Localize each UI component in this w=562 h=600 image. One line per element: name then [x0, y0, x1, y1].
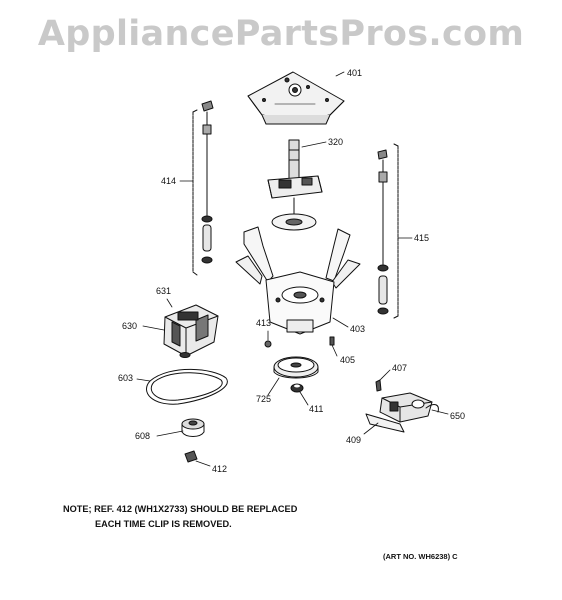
label-320: 320: [328, 137, 343, 147]
label-401: 401: [347, 68, 362, 78]
part-631-motor-top[interactable]: [177, 311, 199, 321]
note-line-1: NOTE; REF. 412 (WH1X2733) SHOULD BE REPL…: [63, 504, 298, 514]
label-403: 403: [350, 324, 365, 334]
label-409: 409: [346, 435, 361, 445]
part-725-pulley[interactable]: [273, 356, 319, 379]
label-414: 414: [161, 176, 176, 186]
label-608: 608: [135, 431, 150, 441]
label-650: 650: [450, 411, 465, 421]
part-403-base-bracket[interactable]: [235, 226, 361, 335]
label-407: 407: [392, 363, 407, 373]
part-labels: 401 320 414 415 631 630 413 403 405 603 …: [118, 68, 465, 474]
note-line-2: EACH TIME CLIP IS REMOVED.: [95, 519, 232, 529]
part-414-suspension-rod[interactable]: [192, 100, 214, 276]
label-631: 631: [156, 286, 171, 296]
part-320-transmission[interactable]: [267, 139, 323, 231]
watermark-logo: AppliancePartsPros.com: [37, 14, 525, 54]
label-405: 405: [340, 355, 355, 365]
part-407-screw[interactable]: [375, 379, 382, 392]
leader-lines: [136, 71, 449, 467]
label-603: 603: [118, 373, 133, 383]
replacement-note: NOTE; REF. 412 (WH1X2733) SHOULD BE REPL…: [63, 502, 297, 532]
part-405-screw[interactable]: [329, 336, 335, 346]
part-412-clip[interactable]: [184, 450, 198, 463]
label-412: 412: [212, 464, 227, 474]
part-650-pump[interactable]: [379, 392, 439, 423]
label-630: 630: [122, 321, 137, 331]
part-409-pump-bracket[interactable]: [365, 413, 405, 433]
label-415: 415: [414, 233, 429, 243]
part-630-motor[interactable]: [163, 304, 219, 358]
label-725: 725: [256, 394, 271, 404]
part-415-suspension-rod[interactable]: [377, 143, 399, 319]
part-603-belt[interactable]: [146, 368, 228, 405]
part-401-cover[interactable]: [247, 71, 345, 125]
label-413: 413: [256, 318, 271, 328]
part-608-motor-pulley[interactable]: [181, 418, 205, 437]
art-number: (ART NO. WH6238) C: [383, 552, 458, 561]
part-411-nut[interactable]: [290, 383, 304, 393]
label-411: 411: [309, 404, 323, 414]
part-413-nut[interactable]: [264, 340, 272, 348]
